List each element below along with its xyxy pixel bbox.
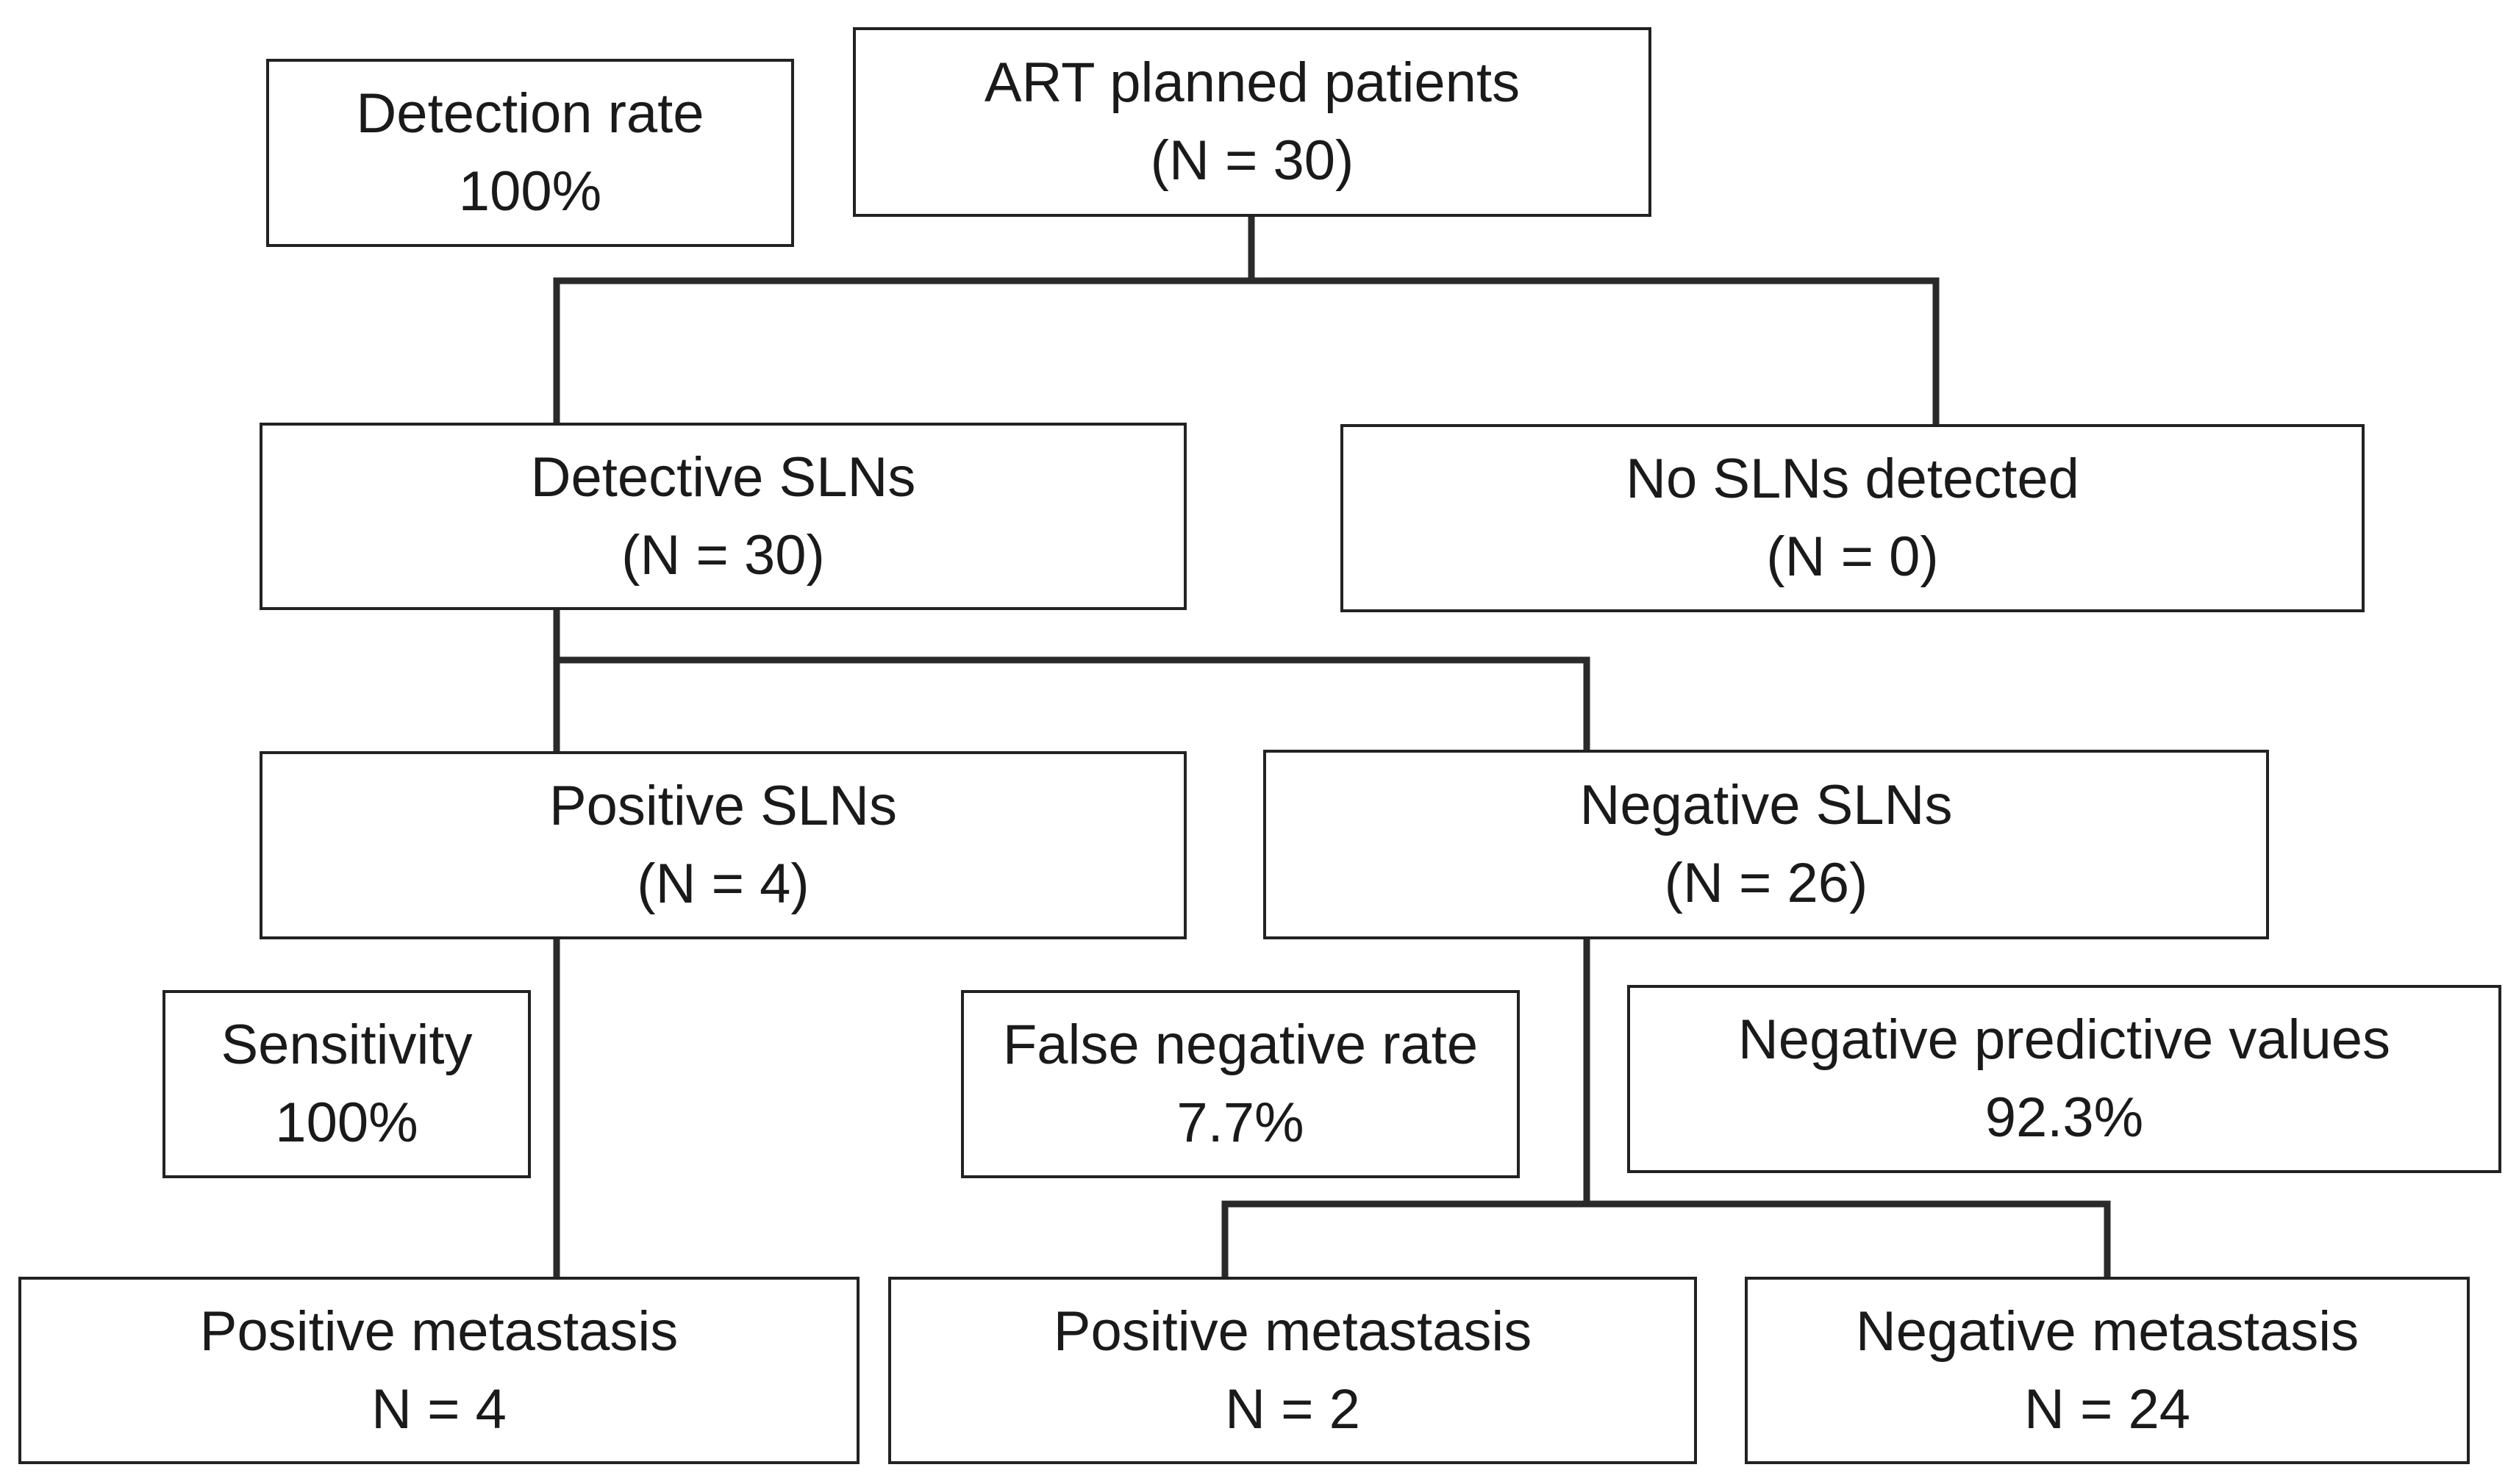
positive-slns-count: (N = 4) xyxy=(637,853,810,915)
negative-predictive-label: Negative predictive values xyxy=(1737,1008,2391,1071)
positive-metastasis-left-box: Positive metastasis N = 4 xyxy=(18,1277,860,1464)
sensitivity-value: 100% xyxy=(275,1092,418,1154)
detection-rate-label: Detection rate xyxy=(356,82,704,145)
no-slns-box: No SLNs detected (N = 0) xyxy=(1340,424,2365,612)
positive-metastasis-left-label: Positive metastasis xyxy=(199,1300,679,1363)
false-negative-rate-label: False negative rate xyxy=(1002,1014,1479,1076)
false-negative-rate-box: False negative rate 7.7% xyxy=(961,990,1520,1178)
positive-metastasis-mid-count: N = 2 xyxy=(1225,1377,1360,1441)
negative-slns-count: (N = 26) xyxy=(1664,852,1868,914)
art-planned-count: (N = 30) xyxy=(1150,129,1354,192)
negative-predictive-value: 92.3% xyxy=(1984,1086,2144,1149)
sensitivity-label: Sensitivity xyxy=(221,1014,473,1076)
no-slns-count: (N = 0) xyxy=(1766,526,1939,588)
false-negative-rate-value: 7.7% xyxy=(1176,1092,1304,1154)
connector-root-split xyxy=(553,217,1940,426)
negative-metastasis-count: N = 24 xyxy=(2023,1377,2191,1441)
connector-detective-split xyxy=(553,610,1590,752)
detective-slns-box: Detective SLNs (N = 30) xyxy=(260,423,1187,610)
no-slns-label: No SLNs detected xyxy=(1626,448,2079,510)
positive-metastasis-mid-box: Positive metastasis N = 2 xyxy=(888,1277,1697,1464)
negative-metastasis-box: Negative metastasis N = 24 xyxy=(1745,1277,2470,1464)
sensitivity-box: Sensitivity 100% xyxy=(162,990,531,1178)
detection-rate-value: 100% xyxy=(458,160,602,223)
negative-metastasis-label: Negative metastasis xyxy=(1855,1300,2359,1363)
detection-rate-box: Detection rate 100% xyxy=(266,59,794,247)
positive-slns-label: Positive SLNs xyxy=(549,775,898,837)
positive-metastasis-left-count: N = 4 xyxy=(371,1377,507,1441)
connector-negative-split xyxy=(1221,939,2111,1277)
detective-slns-count: (N = 30) xyxy=(621,523,825,587)
art-planned-label: ART planned patients xyxy=(984,51,1521,114)
positive-slns-box: Positive SLNs (N = 4) xyxy=(260,751,1187,939)
negative-slns-box: Negative SLNs (N = 26) xyxy=(1263,750,2269,939)
positive-metastasis-mid-label: Positive metastasis xyxy=(1053,1300,1532,1363)
art-planned-box: ART planned patients (N = 30) xyxy=(853,27,1651,217)
negative-predictive-box: Negative predictive values 92.3% xyxy=(1627,985,2501,1173)
negative-slns-label: Negative SLNs xyxy=(1579,774,1953,836)
detective-slns-label: Detective SLNs xyxy=(530,445,916,509)
